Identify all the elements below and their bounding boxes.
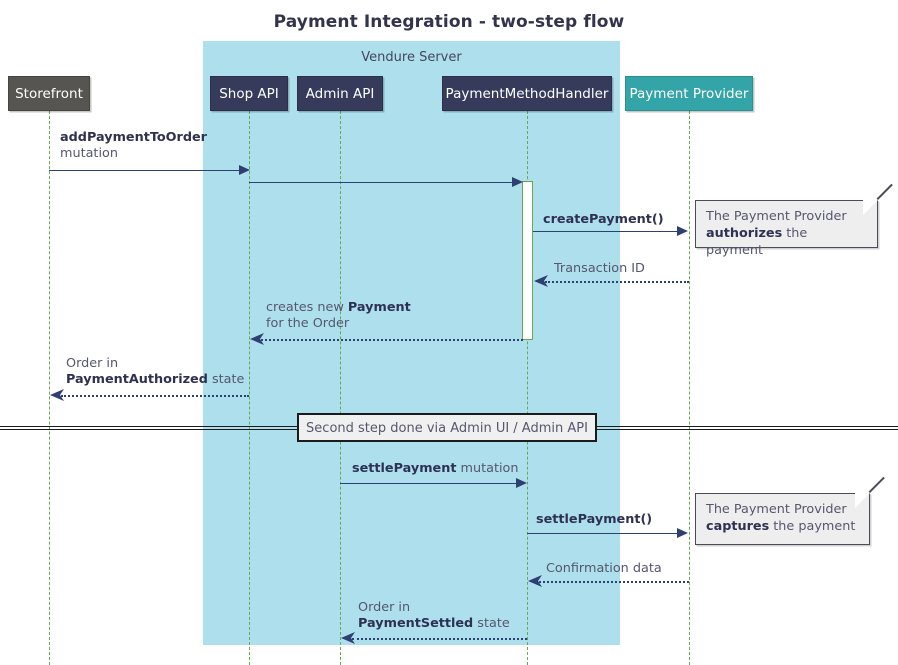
arrow-head-icon [528, 575, 542, 587]
message-label-add-payment-to-order: addPaymentToOrder mutation [60, 130, 207, 162]
message-label-plain: Transaction ID [554, 261, 645, 276]
message-label-plain: state [473, 616, 510, 631]
participant-label: PaymentMethodHandler [445, 86, 609, 102]
message-label-bold: addPaymentToOrder [60, 130, 207, 145]
message-label-line-1: Order in [66, 356, 119, 371]
message-label-plain: mutation [456, 461, 519, 476]
message-label-plain: state [207, 372, 245, 387]
message-label-line-2: PaymentSettled state [358, 616, 510, 632]
divider-label: Second step done via Admin UI / Admin AP… [297, 413, 597, 442]
message-label-confirmation-data: Confirmation data [546, 561, 662, 577]
message-label-line-2: PaymentAuthorized state [66, 372, 244, 388]
note-fold-line-icon [876, 183, 893, 200]
message-label-bold: settlePayment() [536, 512, 653, 527]
arrow-head-icon [50, 389, 64, 401]
note-line-2: captures the payment [706, 518, 859, 535]
lifeline-admin-api [340, 111, 341, 665]
message-label-bold: PaymentSettled [358, 616, 474, 631]
message-label-bold: createPayment() [543, 212, 664, 227]
message-label-order-payment-authorized: Order in PaymentAuthorized state [66, 356, 244, 388]
activation-bar-payment-method-handler [522, 181, 533, 340]
message-label-settle-payment-call: settlePayment() [536, 512, 652, 528]
note-payment-provider-authorizes: The Payment Provider authorizes the paym… [695, 183, 893, 258]
message-arrow-shop-api-to-handler [249, 182, 513, 183]
message-arrow-order-payment-authorized [61, 395, 249, 397]
arrow-head-icon [534, 275, 548, 287]
note-line-1: The Payment Provider [706, 502, 847, 517]
note-payment-provider-captures: The Payment Provider captures the paymen… [695, 476, 885, 545]
note-fold-icon [863, 200, 878, 215]
arrow-head-icon [677, 528, 688, 538]
note-line-2-bold: captures [706, 519, 770, 534]
participant-payment-provider[interactable]: Payment Provider [625, 76, 753, 111]
message-label-line-1: Order in [358, 600, 411, 615]
message-arrow-create-payment [533, 231, 678, 232]
note-fold-line-icon [868, 476, 885, 493]
arrow-head-icon [677, 226, 688, 236]
message-arrow-add-payment-to-order [49, 170, 240, 171]
lifeline-payment-provider [689, 111, 690, 665]
arrow-head-icon [250, 333, 264, 345]
note-line-2: authorizes the payment [706, 225, 867, 259]
message-label-bold: Payment [347, 300, 411, 315]
message-label-bold: PaymentAuthorized [66, 372, 208, 387]
divider-line-right [595, 426, 898, 430]
message-label-bold: settlePayment [352, 461, 457, 476]
participant-label: Admin API [305, 86, 375, 102]
message-label-settle-payment-mutation: settlePayment mutation [352, 461, 519, 477]
message-arrow-order-payment-settled [352, 638, 527, 640]
message-arrow-confirmation-data [539, 581, 689, 583]
note-line-2-rest: the payment [769, 519, 856, 534]
group-label: Vendure Server [361, 50, 462, 65]
participant-admin-api[interactable]: Admin API [297, 76, 383, 111]
note-fold-icon [855, 493, 870, 508]
message-label-plain: creates new [266, 300, 348, 315]
message-label-line-2: for the Order [266, 316, 350, 331]
note-line-2-rest: the payment [706, 226, 808, 258]
participant-label: Storefront [15, 86, 83, 102]
lifeline-payment-method-handler [527, 111, 528, 665]
participant-label: Shop API [219, 86, 279, 102]
message-arrow-transaction-id [545, 281, 689, 283]
arrow-head-icon [512, 177, 523, 187]
note-line-2-bold: authorizes [706, 226, 783, 241]
message-arrow-settle-payment-call [527, 533, 678, 534]
message-label-transaction-id: Transaction ID [554, 261, 645, 277]
arrow-head-icon [516, 478, 527, 488]
lifeline-shop-api [249, 111, 250, 665]
participant-label: Payment Provider [629, 86, 749, 102]
participant-storefront[interactable]: Storefront [8, 76, 90, 111]
participant-shop-api[interactable]: Shop API [210, 76, 288, 111]
arrow-head-icon [239, 165, 250, 175]
message-arrow-creates-new-payment [261, 339, 523, 341]
note-line-1: The Payment Provider [706, 209, 847, 224]
message-label-creates-new-payment: creates new Payment for the Order [266, 300, 411, 332]
message-label-create-payment: createPayment() [543, 212, 664, 228]
lifeline-storefront [49, 111, 50, 665]
group-box-vendure-server [203, 41, 620, 645]
participant-payment-method-handler[interactable]: PaymentMethodHandler [442, 76, 612, 111]
message-label-plain: mutation [60, 146, 118, 161]
divider-line-left [0, 426, 300, 430]
message-label-plain: Confirmation data [546, 561, 662, 576]
message-label-line-1: creates new Payment [266, 300, 411, 316]
arrow-head-icon [341, 632, 355, 644]
message-label-order-payment-settled: Order in PaymentSettled state [358, 600, 510, 632]
page-title: Payment Integration - two-step flow [273, 12, 625, 32]
message-arrow-settle-payment-mutation [340, 483, 517, 484]
